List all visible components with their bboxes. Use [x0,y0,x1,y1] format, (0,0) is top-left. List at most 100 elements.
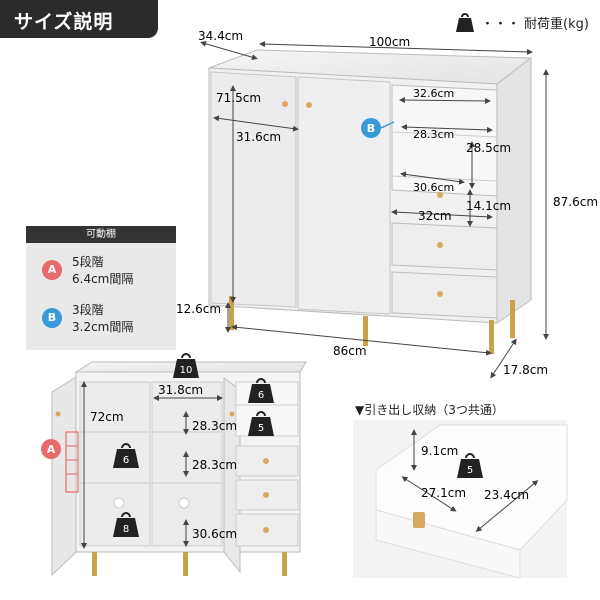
door-knob-left [55,411,61,417]
drawer-length-line [475,480,539,532]
open-door-right [223,377,241,574]
bottom-drawer-1 [235,445,299,477]
door-width-line [213,115,299,132]
drawer-detail-box [375,424,568,551]
legend-label: 耐荷重(kg) [524,16,589,32]
label-width: 100cm [369,35,410,49]
marker-a-letter: A [47,443,56,456]
bottom-leg-3 [282,552,287,576]
drawer-detail-knob [413,512,425,528]
load-upper-right: 6 [248,378,274,403]
load-mid-right-value: 5 [258,423,264,434]
base-depth-line [490,338,517,379]
drawer-detail-bg [353,420,567,578]
door-knob-right [229,411,235,417]
label-base-width: 86cm [333,344,367,358]
marker-b [361,118,381,138]
panel-b-line2: 3.2cm間隔 [72,320,134,334]
knob-right [306,102,312,108]
leg-4 [510,300,515,338]
label-shelf-gap-1: 28.3cm [192,419,237,433]
bottom-leg-1 [92,552,97,576]
bottom-knob-1 [263,458,269,464]
shelf-divider [391,175,498,182]
drawer-inner-line [400,171,465,185]
leg-3 [489,320,494,354]
label-inner-height: 72cm [90,410,124,424]
bottom-drawer-3 [235,513,299,547]
label-depth: 34.4cm [198,29,243,43]
panel-header: 可動棚 [26,226,176,243]
bottom-leg-2 [183,552,188,576]
drawer-knob-1 [437,192,443,198]
panel-marker-b: B [42,308,62,328]
cabinet-body [208,67,498,324]
leg-1 [229,296,234,330]
load-legend: ・・・ 耐荷重(kg) [455,10,589,34]
load-left-shelf: 6 [113,443,139,468]
shelf-holes-a [65,431,79,493]
gap-b-line [401,124,493,133]
shelf-b [391,131,498,138]
weight-icon [456,13,474,32]
base-width-line [231,324,492,356]
drawer-caption: ▼引き出し収納（3つ共通） [355,403,504,417]
load-left-bottom-value: 8 [123,524,129,535]
cabinet-side [496,56,532,324]
drawer-width-detail-line [401,476,457,512]
panel-a-line1: 5段階 [72,255,104,269]
load-upper-right-value: 6 [258,390,264,401]
knob-left [282,101,288,107]
interior-middle [151,381,223,547]
label-open-width: 32.6cm [413,87,454,100]
right-open-shelf [235,381,299,437]
load-mid-right: 5 [248,411,274,436]
drawer-1 [391,222,498,271]
load-left-shelf-value: 6 [123,455,129,466]
label-drawer-gap: 30.6cm [192,527,237,541]
width-line [259,41,533,55]
label-drawer-length: 23.4cm [484,488,529,502]
label-door-width: 31.6cm [236,130,281,144]
depth-line [200,40,258,61]
label-leg-height: 12.6cm [176,302,221,316]
door-right [297,76,391,315]
drawer-knob-3 [437,291,443,297]
label-base-depth: 17.8cm [503,363,548,377]
open-width-line [399,97,491,104]
load-drawer: 5 [457,453,483,478]
label-drawer-width-detail: 27.1cm [421,486,466,500]
legend-dots: ・・・ [481,16,521,32]
load-drawer-value: 5 [467,465,473,476]
open-compartment [391,84,498,197]
label-open-height: 28.5cm [466,141,511,155]
drawer-width-line [391,209,493,220]
drawer-detail-front [375,509,521,579]
door-left [210,71,297,308]
panel-b-line1: 3段階 [72,303,104,317]
title-banner: サイズ説明 [0,0,158,38]
bottom-drawer-2 [235,479,299,511]
drawer-knob-2 [437,242,443,248]
open-cabinet-body [75,371,301,553]
panel-a-line2: 6.4cm間隔 [72,272,134,286]
marker-b-letter: B [367,122,375,135]
load-top: 10 [173,353,199,378]
label-drawer-width: 32cm [418,209,452,223]
load-left-bottom: 8 [113,512,139,537]
label-drawer-inner: 30.6cm [413,181,454,194]
drawer-2 [391,271,498,319]
cable-hole-left [113,497,125,509]
bottom-knob-3 [263,527,269,533]
label-drawer-depth: 9.1cm [421,444,458,458]
bottom-knob-2 [263,492,269,498]
panel-marker-a: A [42,260,62,280]
marker-b-pointer [380,121,395,129]
open-door-left [51,376,77,577]
label-shelf-gap-2: 28.3cm [192,458,237,472]
interior-left [79,381,151,547]
open-cabinet-top [74,361,307,373]
cabinet-top [208,49,533,85]
marker-a [41,439,61,459]
